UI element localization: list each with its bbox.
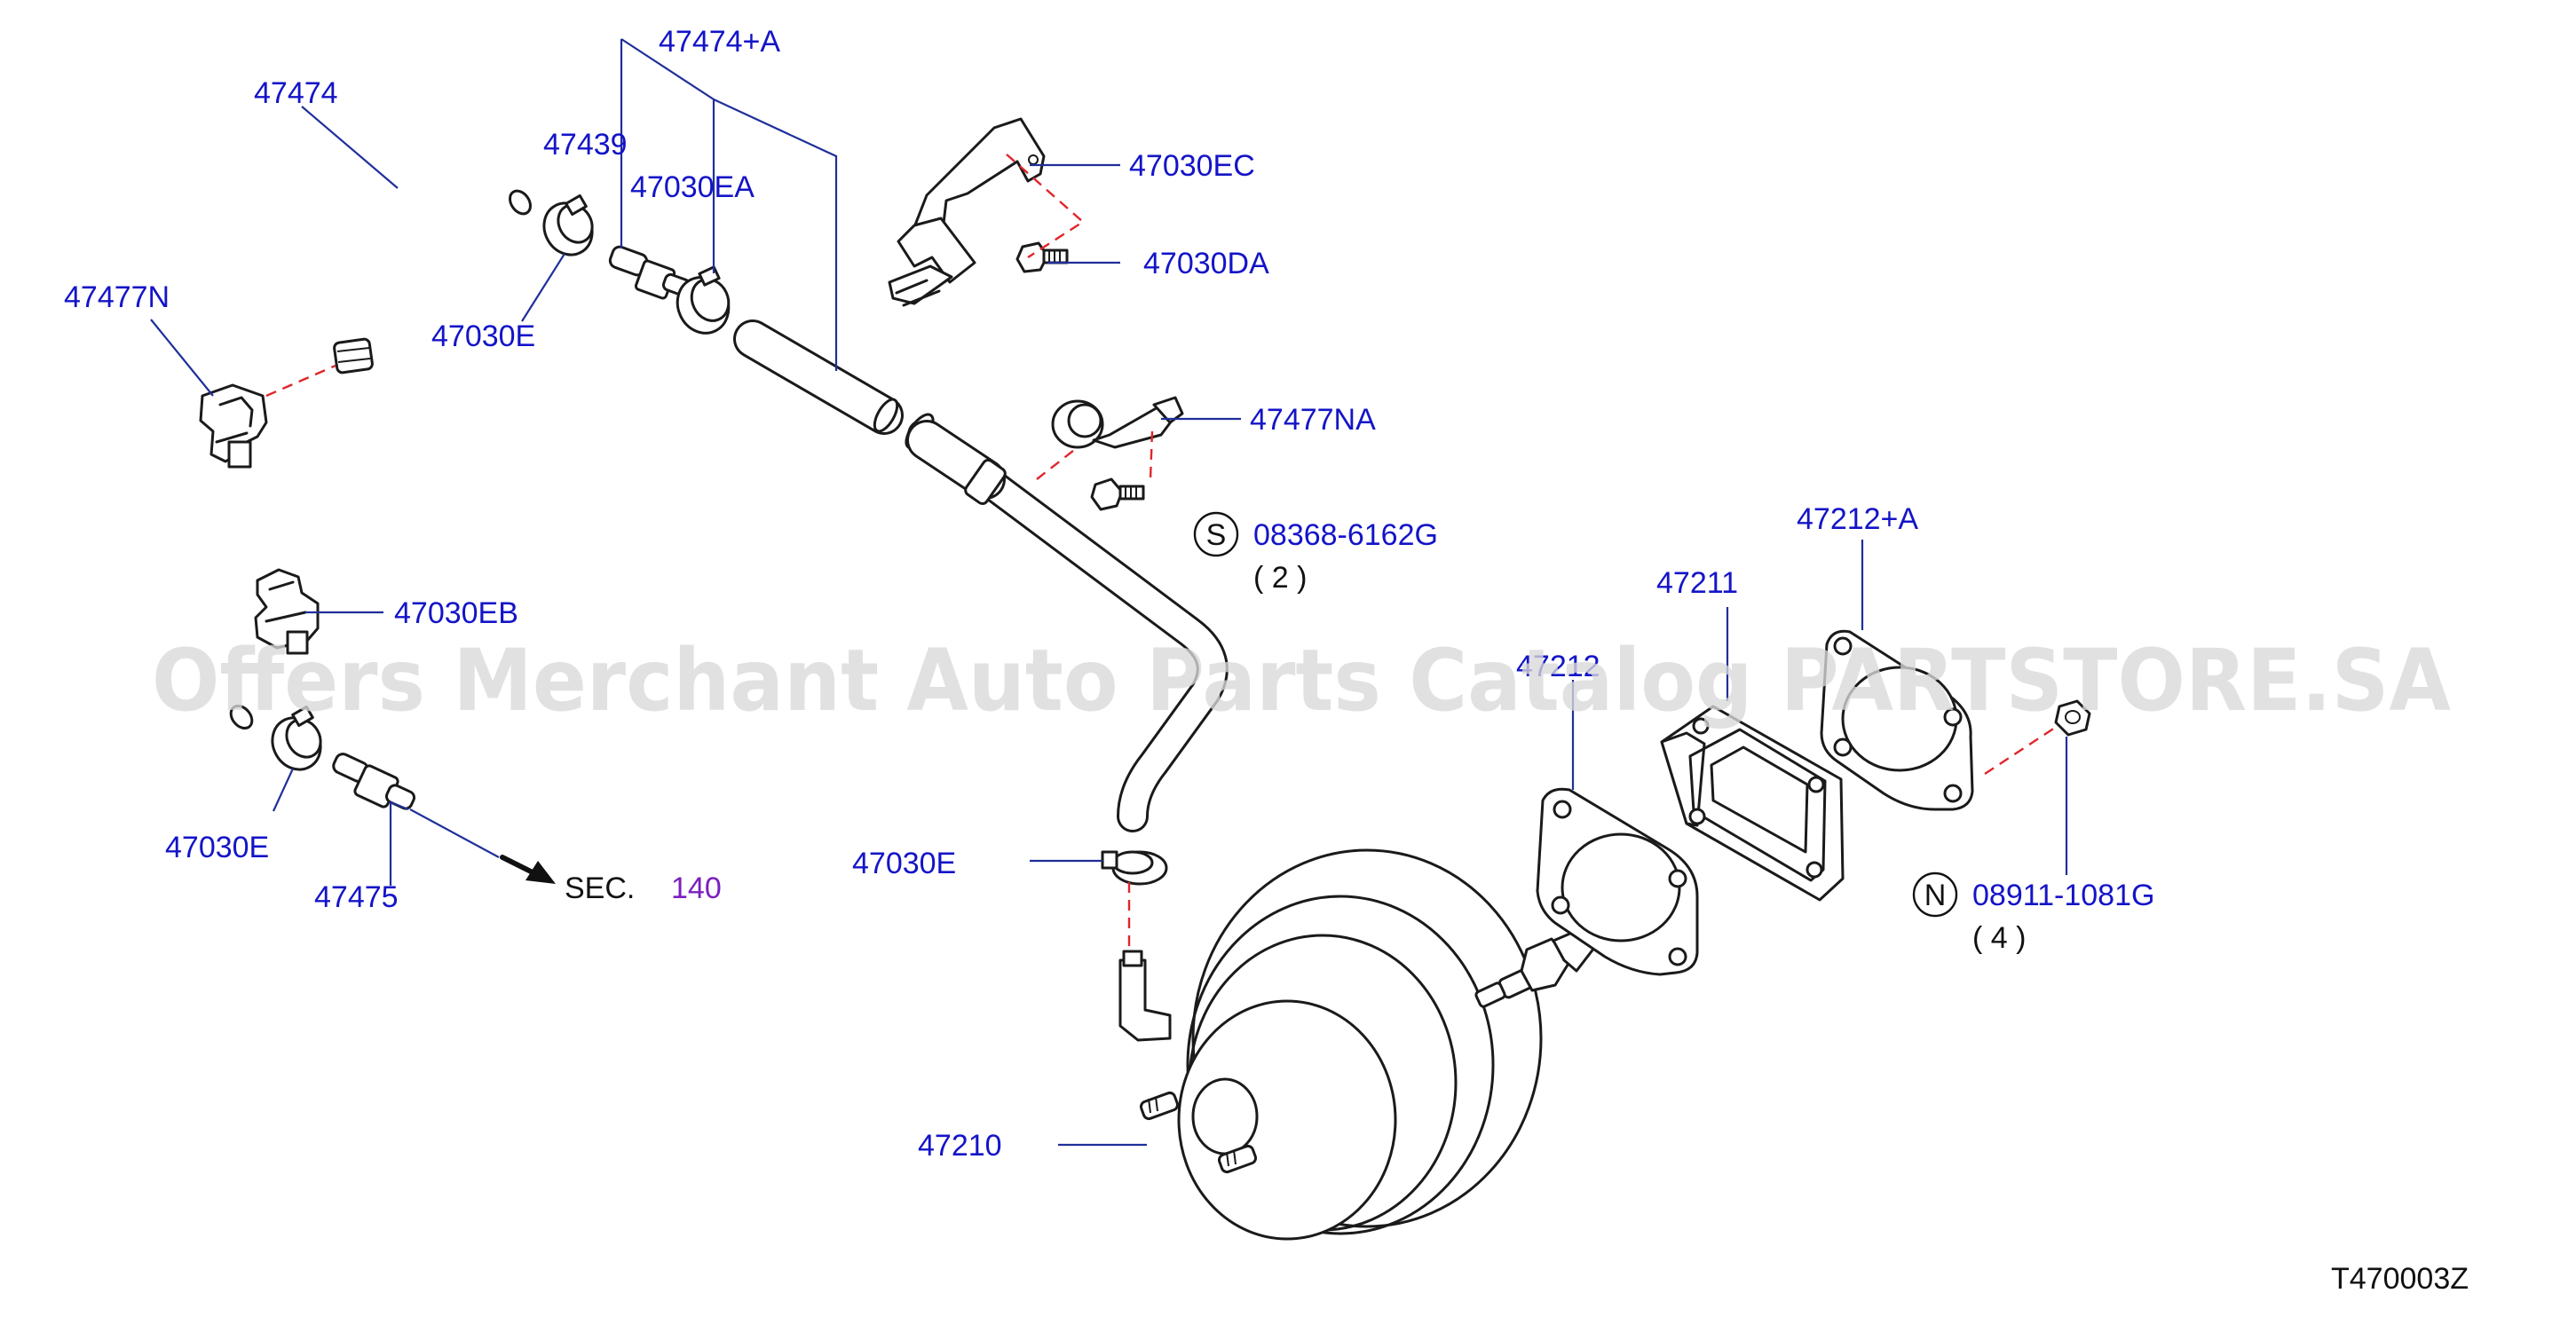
vacuum-tube	[905, 413, 1229, 832]
gasket-47212a	[1820, 629, 1974, 811]
bracket-47477na	[1051, 396, 1184, 449]
nut-symbol-letter: N	[1924, 879, 1947, 912]
label-47475: 47475	[314, 880, 399, 914]
watermark-text: Offers Merchant Auto Parts Catalog PARTS…	[152, 631, 2451, 730]
part-labels: 47474 47474+A 47439 47030EA 47030EC 4703…	[64, 25, 2469, 1296]
label-nut-qty: ( 4 )	[1972, 921, 2026, 955]
bolt-08368	[1090, 477, 1145, 511]
brake-booster-47210	[1118, 848, 1596, 1241]
clip-47477n	[199, 383, 268, 469]
hose-clamp-mid	[1101, 850, 1168, 886]
nut-symbol: N	[1912, 871, 1958, 918]
label-47030e-mid: 47030E	[852, 847, 956, 880]
label-47477n: 47477N	[64, 280, 170, 314]
check-valve-47475	[332, 753, 416, 810]
gasket-47212	[1536, 787, 1699, 976]
label-47474: 47474	[254, 76, 338, 110]
label-47030e-top: 47030E	[431, 319, 535, 353]
label-47030e-left: 47030E	[165, 831, 269, 864]
label-sec-number: 140	[671, 871, 722, 905]
label-47439: 47439	[543, 128, 628, 162]
label-bolt-qty: ( 2 )	[1253, 561, 1307, 595]
label-47474a: 47474+A	[659, 25, 780, 59]
bolt-symbol: S	[1193, 511, 1239, 557]
label-47212: 47212	[1516, 650, 1600, 683]
check-valve-47439	[608, 245, 691, 300]
bracket-47030ec	[888, 117, 1046, 307]
connector-lines	[265, 154, 2058, 948]
short-hose-47474a	[733, 319, 904, 435]
vacuum-hose-47474	[158, 148, 541, 735]
hose-clamp-top	[542, 193, 594, 256]
bolt-symbol-letter: S	[1206, 518, 1227, 552]
hose-clamp-47030ea	[676, 265, 731, 335]
label-47030ea: 47030EA	[630, 170, 755, 204]
label-47030eb: 47030EB	[394, 596, 518, 630]
label-47210: 47210	[918, 1129, 1002, 1163]
label-47212a: 47212+A	[1797, 502, 1918, 536]
nut-08911	[2054, 699, 2091, 737]
label-47477na: 47477NA	[1250, 403, 1376, 437]
label-bolt-code: 08368-6162G	[1253, 518, 1438, 552]
clip-47030eb	[254, 568, 320, 655]
leader-lines	[150, 38, 2068, 1147]
hose-clamp-left	[271, 705, 322, 771]
label-47211: 47211	[1656, 566, 1738, 600]
label-47030da: 47030DA	[1143, 247, 1269, 280]
diagram-id: T470003Z	[2331, 1262, 2469, 1296]
spacer-plate-47211	[1660, 705, 1845, 902]
label-nut-code: 08911-1081G	[1972, 879, 2154, 912]
section-arrow	[500, 855, 556, 884]
label-47030ec: 47030EC	[1129, 149, 1255, 183]
bolt-47030da	[1015, 241, 1069, 273]
label-sec-prefix: SEC.	[565, 871, 635, 905]
